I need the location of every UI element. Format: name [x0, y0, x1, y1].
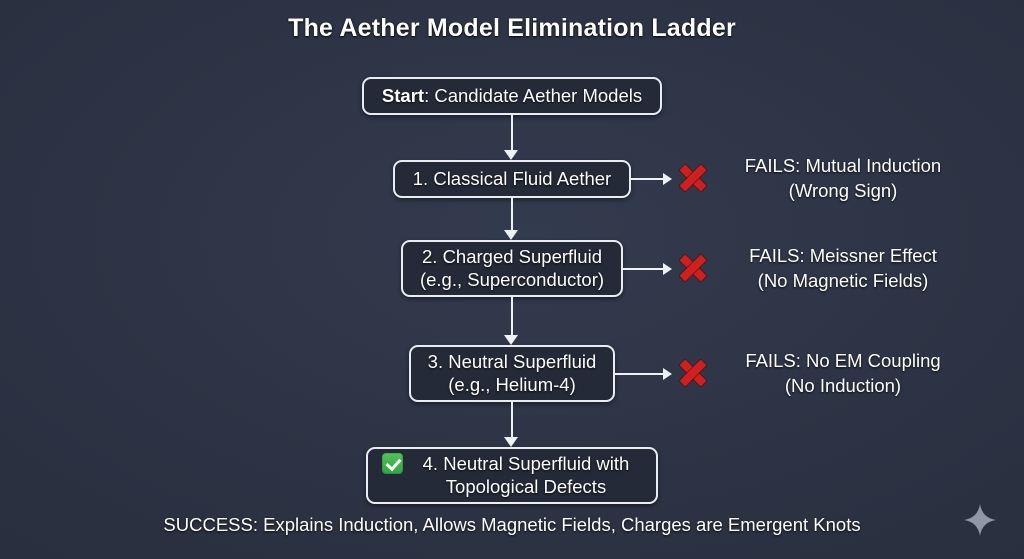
flow-node-step-2[interactable]: 2. Charged Superfluid (e.g., Superconduc… [401, 240, 623, 297]
fail-text-2: FAILS: Meissner Effect (No Magnetic Fiel… [749, 245, 937, 291]
success-caption: SUCCESS: Explains Induction, Allows Magn… [163, 514, 861, 535]
connector-line-3-to-4 [511, 402, 513, 437]
sparkle-icon [963, 503, 997, 537]
red-x-icon [676, 251, 710, 285]
connector-arrow-3-to-4 [504, 437, 518, 447]
connector-line-1-to-fail-1 [631, 178, 663, 180]
connector-arrow-3-to-fail-3 [663, 368, 672, 380]
flow-node-step-2-label: 2. Charged Superfluid (e.g., Superconduc… [419, 245, 605, 290]
fail-text-1: FAILS: Mutual Induction (Wrong Sign) [744, 155, 942, 201]
connector-line-start-to-1 [511, 115, 513, 150]
connector-arrow-start-to-1 [504, 150, 518, 160]
green-check-icon [382, 452, 403, 474]
connector-arrow-2-to-fail-2 [663, 263, 672, 275]
connector-line-2-to-fail-2 [623, 268, 663, 270]
connector-line-2-to-3 [511, 297, 513, 335]
connector-arrow-1-to-fail-1 [663, 173, 672, 185]
flow-node-start-label: Start: Candidate Aether Models [382, 85, 642, 108]
flow-node-step-1-label: 1. Classical Fluid Aether [412, 167, 612, 189]
flow-node-start[interactable]: Start: Candidate Aether Models [362, 77, 662, 115]
connector-line-3-to-fail-3 [615, 373, 663, 375]
flow-node-start-rest: : Candidate Aether Models [424, 84, 643, 106]
fail-text-3: FAILS: No EM Coupling (No Induction) [745, 350, 941, 396]
connector-arrow-2-to-3 [504, 335, 518, 345]
flow-node-step-3-label: 3. Neutral Superfluid (e.g., Helium-4) [427, 350, 597, 395]
flow-node-step-4-label: 4. Neutral Superfluid with Topological D… [422, 452, 630, 497]
red-x-icon [676, 161, 710, 195]
connector-arrow-1-to-2 [504, 230, 518, 240]
flow-node-start-prefix: Start [381, 84, 425, 106]
page-title: The Aether Model Elimination Ladder [288, 14, 736, 42]
flow-node-step-3[interactable]: 3. Neutral Superfluid (e.g., Helium-4) [409, 345, 615, 402]
connector-line-1-to-2 [511, 198, 513, 230]
flow-node-step-4[interactable]: 4. Neutral Superfluid with Topological D… [366, 447, 658, 504]
red-x-icon [676, 356, 710, 390]
flow-node-step-1[interactable]: 1. Classical Fluid Aether [393, 160, 631, 198]
